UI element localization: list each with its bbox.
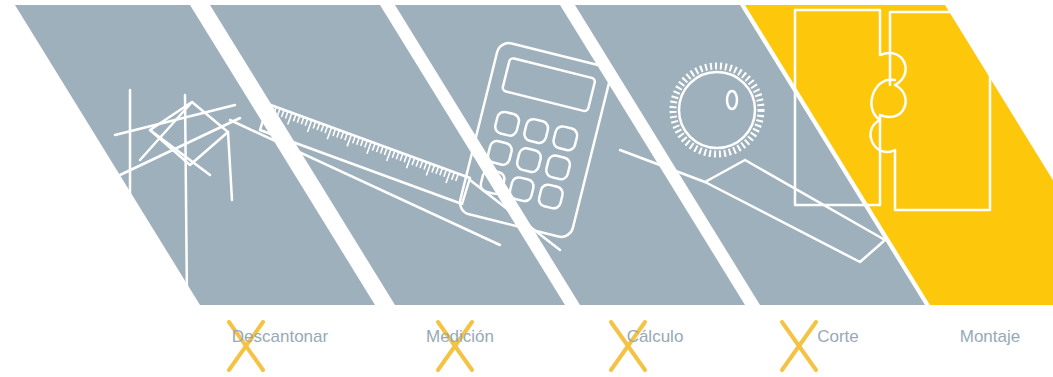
step-band: Montaje [745,5,1053,305]
step-label: Montaje [960,327,1020,347]
band-shape [745,5,1053,305]
step-label: Medición [426,327,494,347]
step-label: Cálculo [627,327,684,347]
step-label: Descantonar [232,327,328,347]
step-label: Corte [817,327,859,347]
